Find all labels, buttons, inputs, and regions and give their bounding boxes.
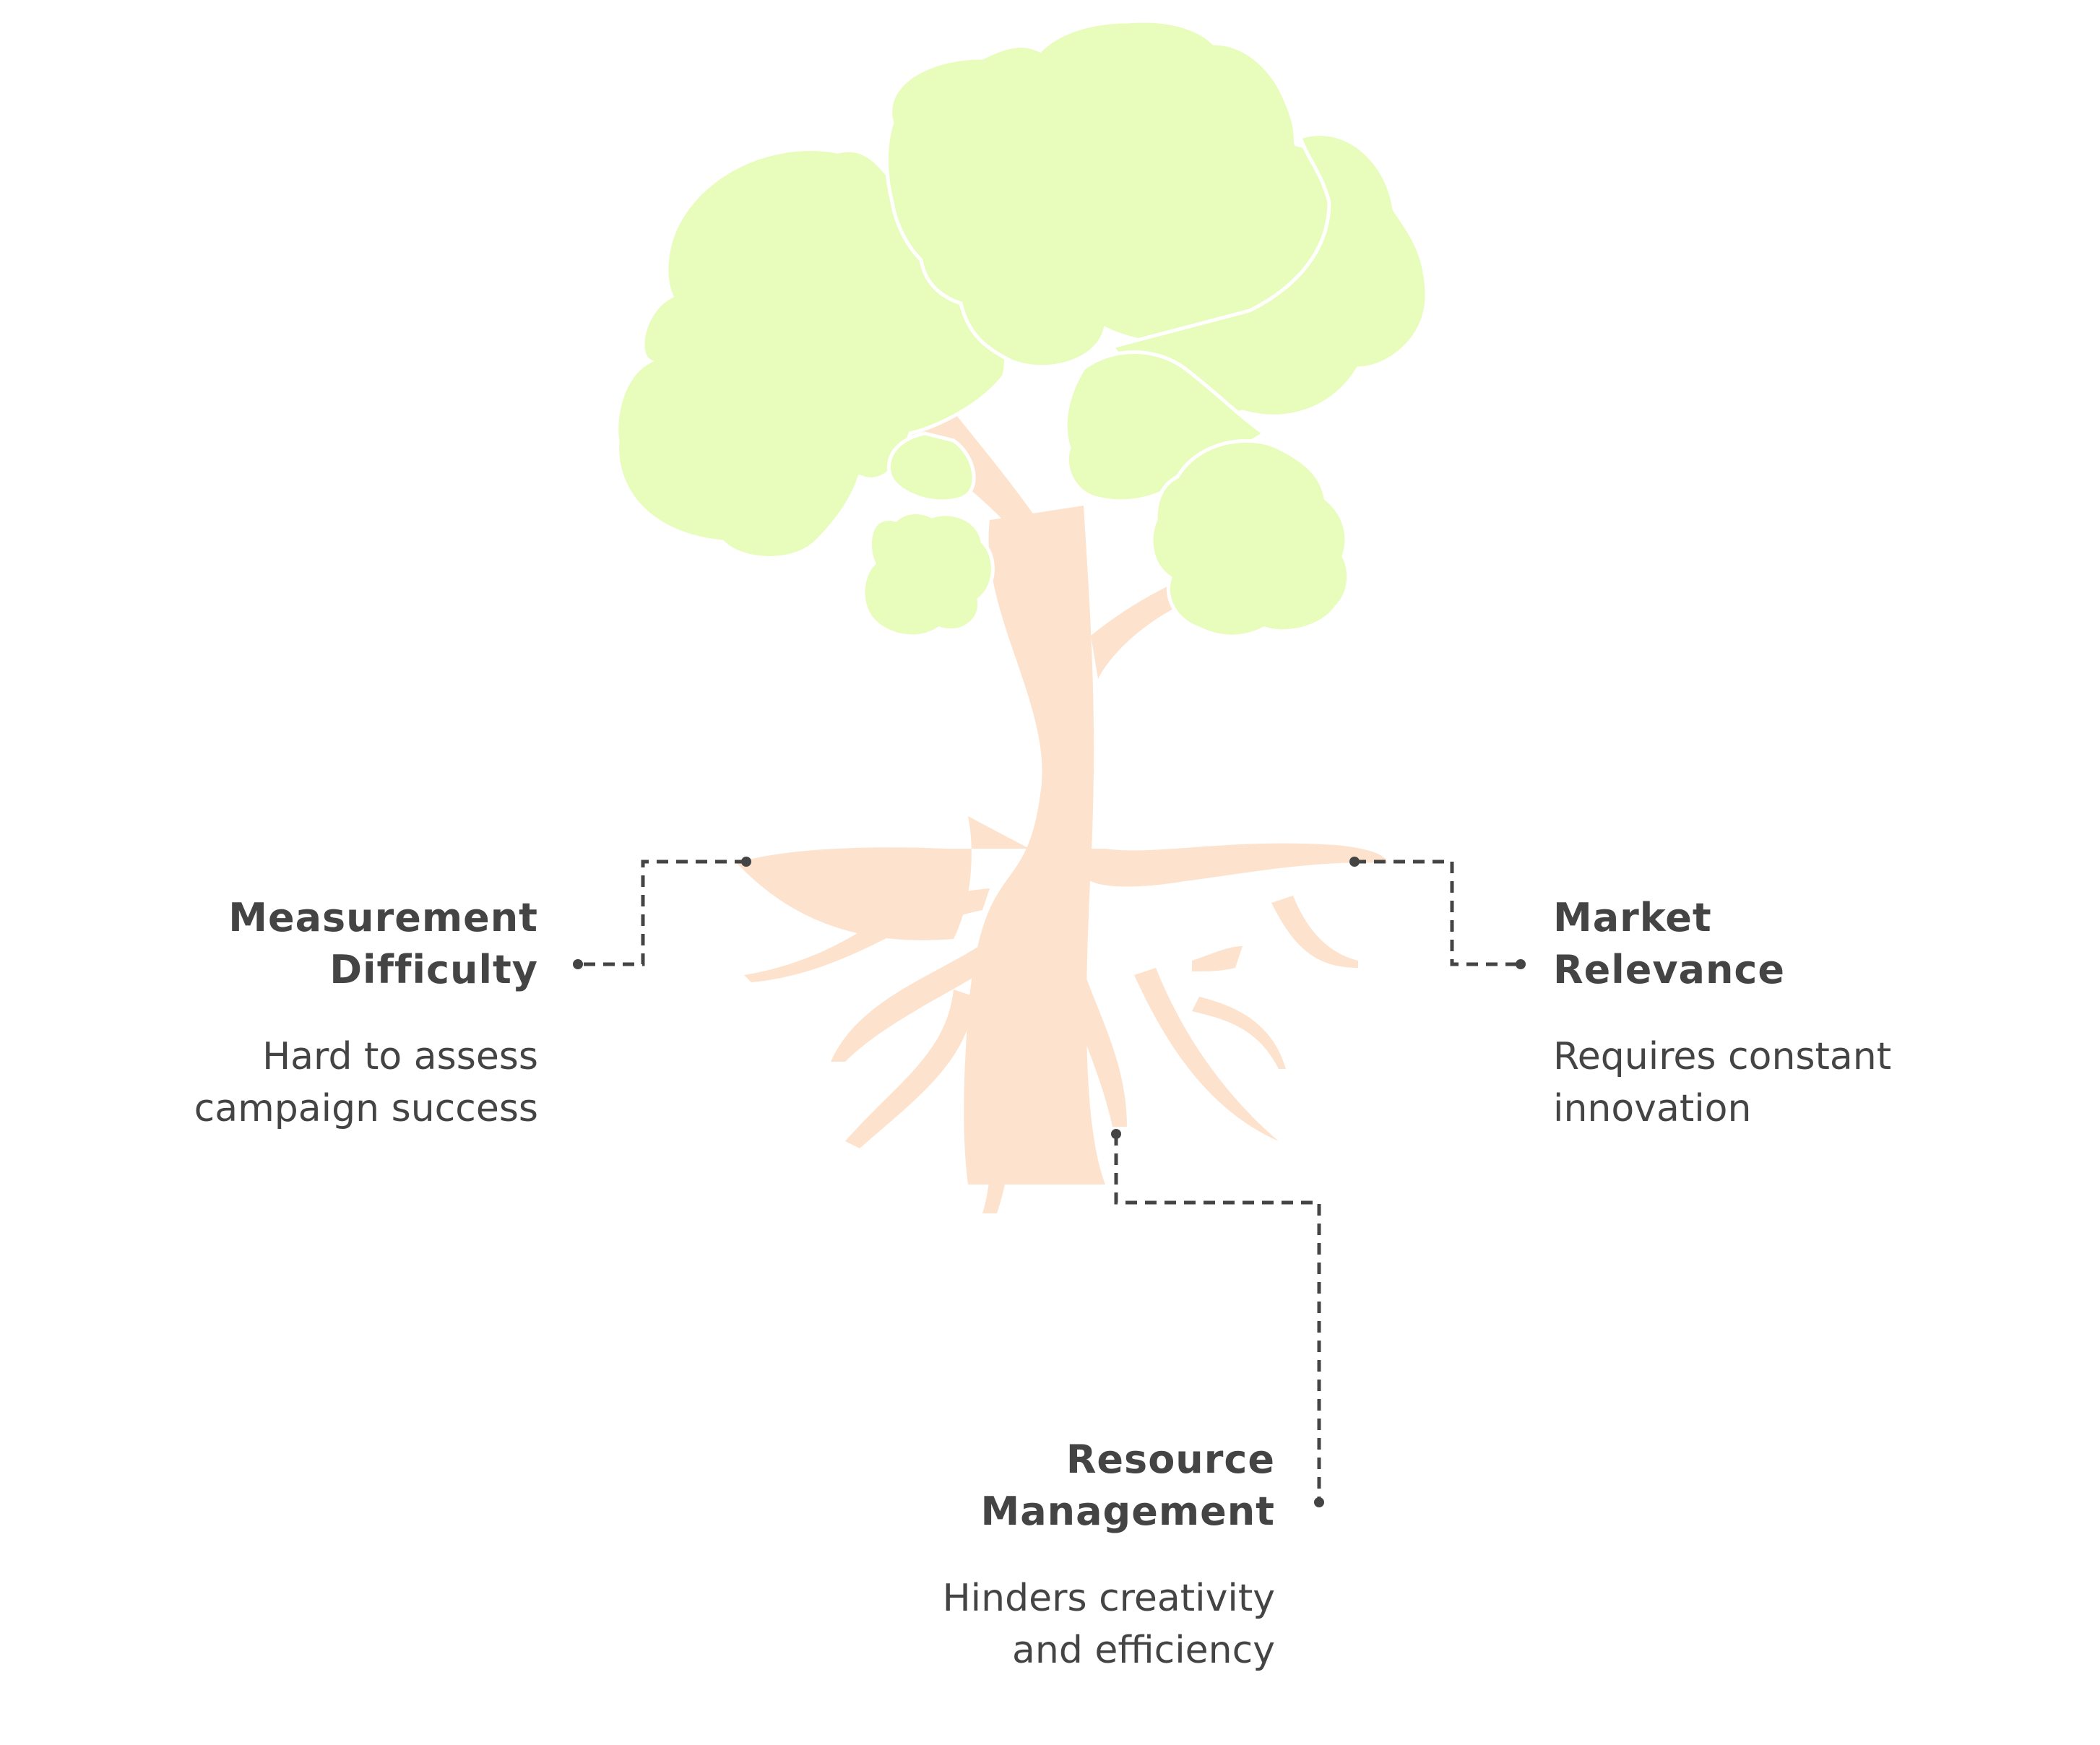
connector-dot [1516, 959, 1526, 969]
label-title: Market Relevance [1553, 895, 1786, 992]
connector-measurement [578, 859, 746, 966]
label-title: Measurement Difficulty [228, 895, 538, 992]
tree-root-mid-1 [1019, 939, 1055, 1040]
tree-root-left-4 [845, 990, 975, 1148]
connector-market [1354, 859, 1521, 966]
label-description: Hinders creativity and efficiency [942, 1577, 1275, 1672]
foliage-right-lower [1149, 438, 1351, 638]
label-title: Resource Management [980, 1437, 1275, 1534]
foliage-left-mini [861, 511, 995, 638]
connectors [578, 859, 1521, 1502]
tree-root-right-1 [1134, 968, 1279, 1141]
label-resource-management: Resource Management Hinders creativity a… [870, 1434, 1275, 1676]
connector-dot [1349, 857, 1360, 867]
tree-root-left-5 [981, 982, 1012, 1213]
tree-root-left-3 [831, 939, 1011, 1062]
tree-root-left-2 [889, 888, 990, 939]
label-measurement-difficulty: Measurement Difficulty Hard to assess ca… [134, 892, 538, 1135]
foliage-right-cluster [1109, 132, 1429, 418]
connector-dot [1314, 1497, 1324, 1507]
tree-root-right-3 [1192, 997, 1286, 1069]
label-description: Requires constant innovation [1553, 1035, 1892, 1130]
tree-root-left-1 [744, 888, 954, 982]
tree-foliage [615, 19, 1429, 638]
label-description: Hard to assess campaign success [194, 1035, 538, 1130]
connector-dot [1111, 1129, 1121, 1139]
tree-root-right-2 [1192, 946, 1243, 971]
connector-dot [573, 959, 583, 969]
tree-root-right-4 [1271, 896, 1358, 968]
tree-branch-right [1091, 585, 1178, 679]
label-market-relevance: Market Relevance Requires constant innov… [1553, 892, 1958, 1135]
connector-dots [573, 857, 1526, 1507]
tree-roots [737, 412, 1387, 1213]
foliage-left-small [887, 431, 976, 503]
connector-dot [741, 857, 751, 867]
tree-root-mid-2 [1055, 946, 1127, 1127]
